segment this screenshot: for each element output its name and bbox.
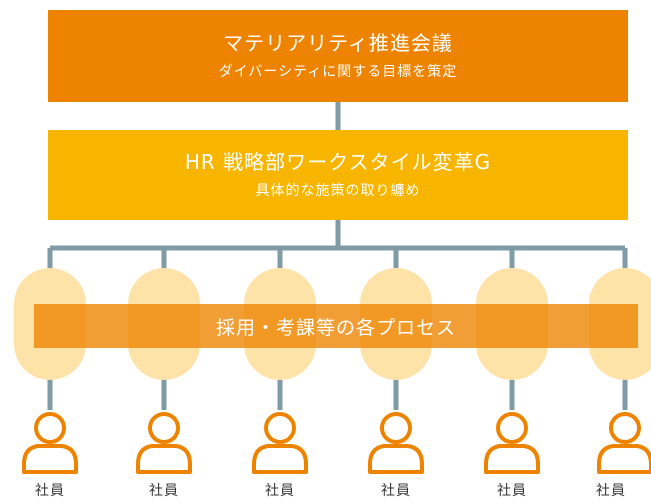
process-bar: 採用・考課等の各プロセス (34, 304, 638, 348)
person-icon (597, 412, 651, 474)
employee-label-3: 社員 (265, 483, 295, 499)
materiality-council-box: マテリアリティ推進会議 ダイバーシティに関する目標を策定 (48, 10, 628, 102)
person-icon (368, 412, 424, 474)
connector-trunk (47, 102, 628, 410)
person-icon (136, 412, 192, 474)
person-icon (22, 412, 78, 474)
materiality-council-title: マテリアリティ推進会議 (223, 31, 453, 55)
materiality-council-subtitle: ダイバーシティに関する目標を策定 (218, 64, 458, 80)
hr-strategy-title: HR 戦略部ワークスタイル変革G (184, 150, 492, 174)
process-bar-label: 採用・考課等の各プロセス (215, 316, 456, 339)
person-icon (484, 412, 540, 474)
employee-icon-group (22, 412, 651, 474)
employee-label-6: 社員 (596, 483, 626, 499)
hr-strategy-subtitle: 具体的な施策の取り纏め (255, 183, 421, 199)
employee-label-5: 社員 (497, 483, 527, 499)
hr-strategy-box: HR 戦略部ワークスタイル変革G 具体的な施策の取り纏め (48, 130, 628, 220)
person-icon (252, 412, 308, 474)
employee-label-2: 社員 (149, 483, 179, 499)
employee-label-1: 社員 (35, 483, 65, 499)
employee-label-4: 社員 (381, 483, 411, 499)
